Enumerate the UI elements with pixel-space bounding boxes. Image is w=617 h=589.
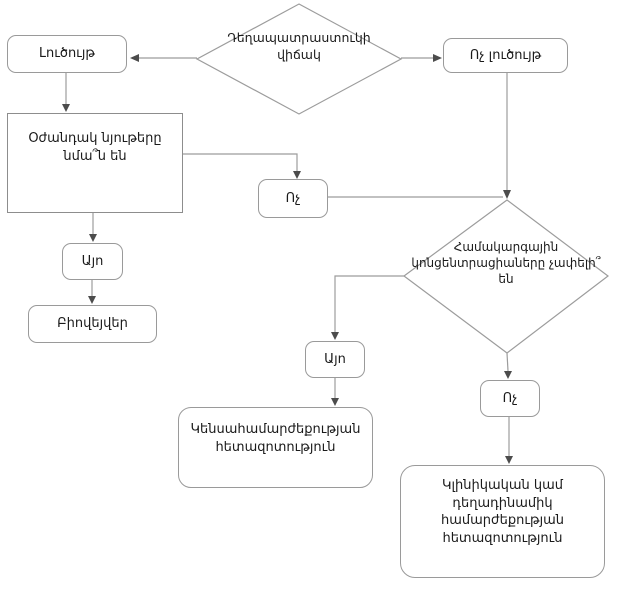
decision-diamond-drug-state — [195, 3, 403, 115]
arrowhead-into-clinical — [505, 456, 513, 464]
node-excipients-similar: Օժանդակ նյութերը նմա՞ն են — [7, 113, 183, 213]
connector-arrowheads — [62, 54, 513, 464]
node-no-1: Ոչ — [258, 179, 328, 218]
arrowhead-into-no2 — [504, 371, 512, 379]
node-biowaiver: Բիովեյվեր — [28, 305, 157, 343]
decision-label-concentrations: Համակարգային կոնցենտրացիաները չափելի՞ են — [411, 240, 601, 287]
arrowhead-into-diamond2 — [503, 190, 511, 199]
node-solution: Լուծույթ — [7, 35, 127, 73]
node-clinical-study: Կլինիկական կամ դեղադինամիկ համարժեքությա… — [400, 465, 605, 578]
arrowhead-into-excipients — [62, 104, 70, 112]
node-yes-1: Այո — [62, 243, 123, 280]
node-bioequivalence-study: Կենսահամարժեքության հետազոտություն — [178, 407, 373, 488]
connector-lines — [65, 3, 609, 457]
arrowhead-into-yes2 — [331, 332, 339, 340]
node-no-2: Ոչ — [480, 380, 540, 417]
node-yes-2: Այո — [305, 341, 365, 378]
arrowhead-into-bestudy — [331, 398, 339, 406]
decision-label-drug-state: Դեղապատրաստուկի վիճակ — [227, 30, 371, 62]
arrowhead-into-solution — [130, 54, 139, 62]
connector-excipients-to-no1 — [183, 153, 298, 172]
arrowhead-into-yes1 — [89, 234, 97, 242]
arrowhead-into-biowaiver — [88, 296, 96, 304]
node-not-solution: Ոչ լուծույթ — [443, 38, 568, 73]
arrowhead-into-no1 — [293, 171, 301, 179]
connector-diamond2-to-yes2 — [334, 275, 404, 333]
arrowhead-into-notsolution — [433, 54, 442, 62]
connector-diamond2-to-no2 — [506, 352, 509, 372]
